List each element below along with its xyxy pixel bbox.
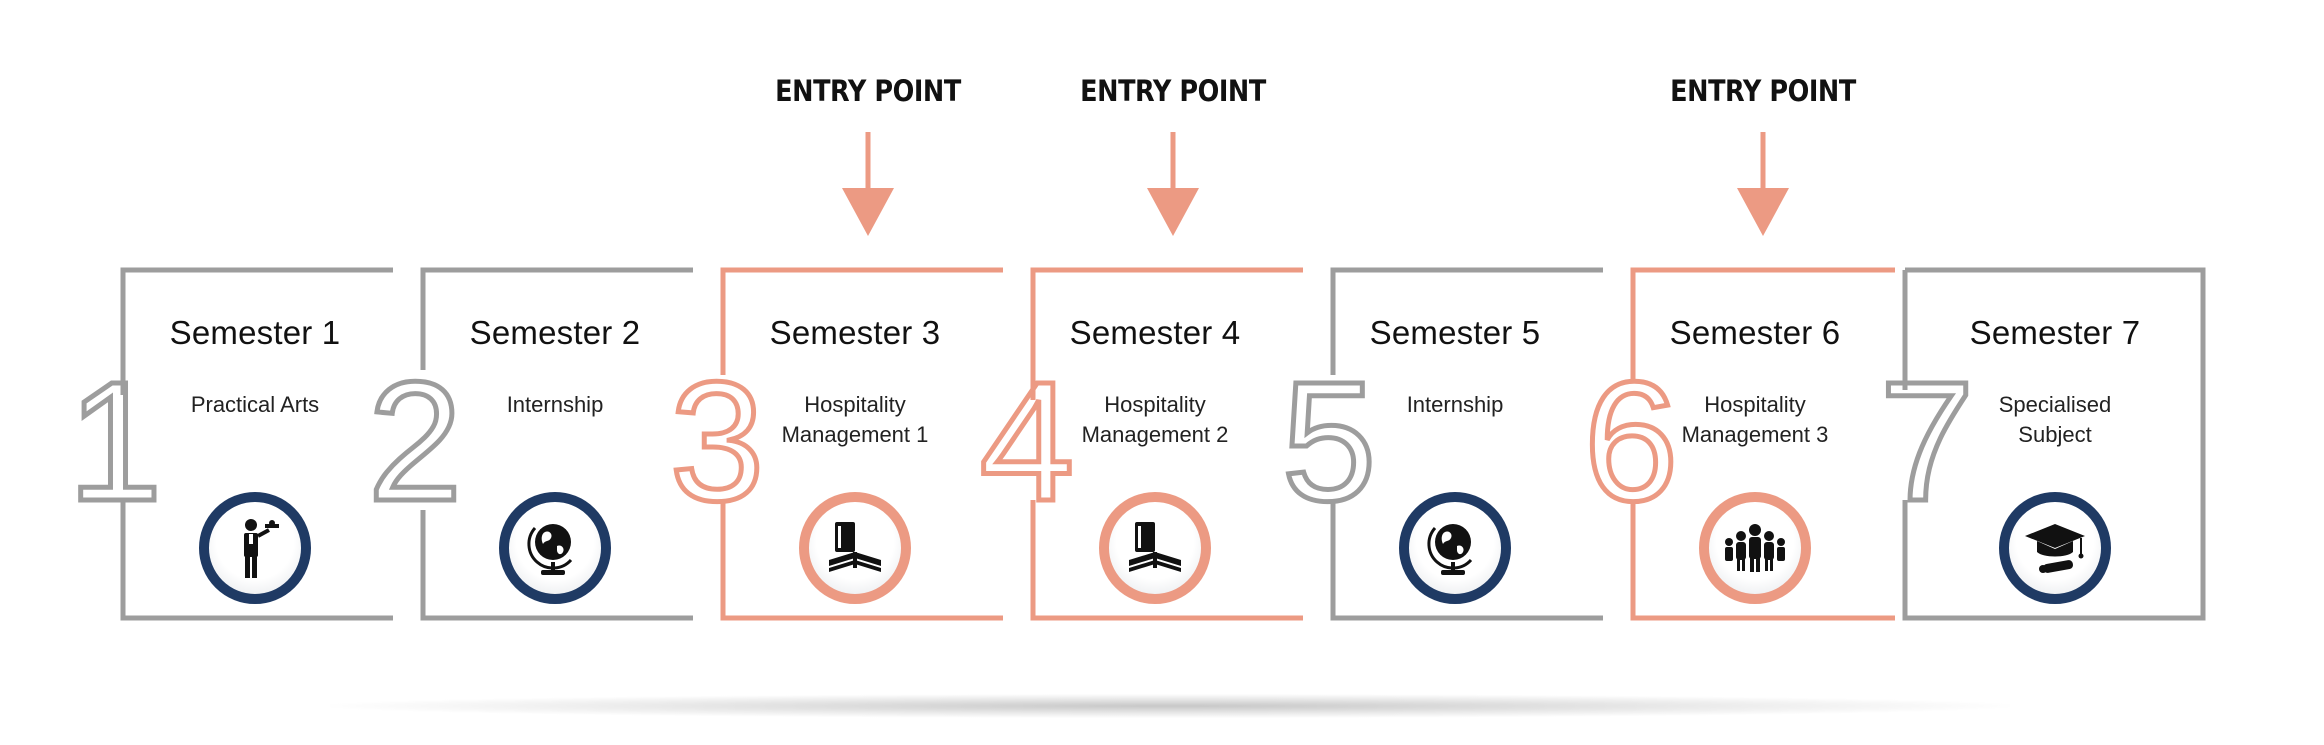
globe-icon <box>527 524 573 575</box>
down-arrow-icon <box>1737 132 1789 236</box>
waiter-icon-badge <box>199 492 311 604</box>
semester-subtitle-line: Specialised <box>1998 392 2112 417</box>
semester-subtitle: Internship <box>1345 390 1565 420</box>
stage-number-outline: 4 <box>980 347 1075 537</box>
semester-subtitle-line: Internship <box>1406 392 1504 417</box>
semester-subtitle: Hospitality Management 1 <box>745 390 965 450</box>
graduation-cap-icon <box>2025 524 2085 573</box>
semester-subtitle-line: Hospitality <box>1104 392 1206 417</box>
stage-frame: 1 <box>65 267 393 621</box>
stage-number-outline: 2 <box>368 347 463 537</box>
semester-title: Semester 5 <box>1369 314 1541 351</box>
globe-icon-badge <box>499 492 611 604</box>
down-arrow-icon <box>842 132 894 236</box>
entry-point-label: ENTRY POINT <box>775 74 961 108</box>
semester-2-stage: 2 Semester 2 Internship <box>365 0 705 745</box>
floor-shadow <box>330 694 2010 718</box>
semester-subtitle-line: Hospitality <box>804 392 906 417</box>
people-icon-badge <box>1699 492 1811 604</box>
semester-title: Semester 7 <box>1969 314 2141 351</box>
books-icon-badge <box>799 492 911 604</box>
semester-title: Semester 2 <box>469 314 641 351</box>
semester-5-stage: 5 Semester 5 Internship <box>1279 0 1605 745</box>
semester-subtitle: Practical Arts <box>145 390 365 420</box>
globe-icon <box>1427 524 1473 575</box>
semester-subtitle-line: Management 1 <box>781 422 929 447</box>
semester-subtitle-line: Hospitality <box>1704 392 1806 417</box>
stage-number-outline: 3 <box>670 347 765 537</box>
semester-7-stage: 7 Semester 7 Specialised Subject <box>1877 0 2206 745</box>
semester-subtitle-line: Internship <box>506 392 604 417</box>
semester-subtitle-line: Management 2 <box>1081 422 1229 447</box>
entry-point-label: ENTRY POINT <box>1670 74 1856 108</box>
stage-number-outline: 1 <box>68 347 163 537</box>
stage-frame: 6 <box>1581 267 1895 621</box>
semester-3-stage: 3 Semester 3 Hospitality Management 1 <box>667 0 1005 745</box>
semester-subtitle: Hospitality Management 2 <box>1045 390 1265 450</box>
graduation-cap-icon-badge <box>1999 492 2111 604</box>
stage-frame: 7 <box>1877 267 2206 621</box>
semester-title: Semester 1 <box>169 314 341 351</box>
stage-number-outline: 5 <box>1282 347 1377 537</box>
semester-subtitle: Hospitality Management 3 <box>1645 390 1865 450</box>
entry-point-semester-3: ENTRY POINT <box>748 74 988 240</box>
stage-frame: 4 <box>977 267 1303 621</box>
stage-frame: 5 <box>1279 267 1603 621</box>
entry-point-semester-6: ENTRY POINT <box>1643 74 1883 240</box>
entry-point-semester-4: ENTRY POINT <box>1053 74 1293 240</box>
semester-6-stage: 6 Semester 6 Hospitality Management 3 <box>1581 0 1905 745</box>
semester-subtitle-line: Practical Arts <box>190 392 320 417</box>
waiter-icon <box>244 519 279 578</box>
semester-subtitle-line: Management 3 <box>1681 422 1829 447</box>
semester-subtitle: Specialised Subject <box>1945 390 2165 450</box>
books-icon-badge <box>1099 492 1211 604</box>
people-icon <box>1725 524 1785 572</box>
semester-1-stage: 1 Semester 1 Practical Arts <box>65 0 405 745</box>
semester-title: Semester 3 <box>769 314 941 351</box>
semester-subtitle-line: Subject <box>2018 422 2092 447</box>
semester-subtitle: Internship <box>445 390 665 420</box>
semester-title: Semester 4 <box>1069 314 1241 351</box>
entry-point-label: ENTRY POINT <box>1080 74 1266 108</box>
down-arrow-icon <box>1147 132 1199 236</box>
stage-frame: 2 <box>365 267 693 621</box>
globe-icon-badge <box>1399 492 1511 604</box>
stage-frame: 3 <box>667 267 1003 621</box>
stage-number-outline: 6 <box>1584 347 1679 537</box>
semester-title: Semester 6 <box>1669 314 1841 351</box>
books-icon <box>829 522 881 572</box>
books-icon <box>1129 522 1181 572</box>
semester-4-stage: 4 Semester 4 Hospitality Management 2 <box>977 0 1305 745</box>
stage-number-outline: 7 <box>1880 347 1975 537</box>
